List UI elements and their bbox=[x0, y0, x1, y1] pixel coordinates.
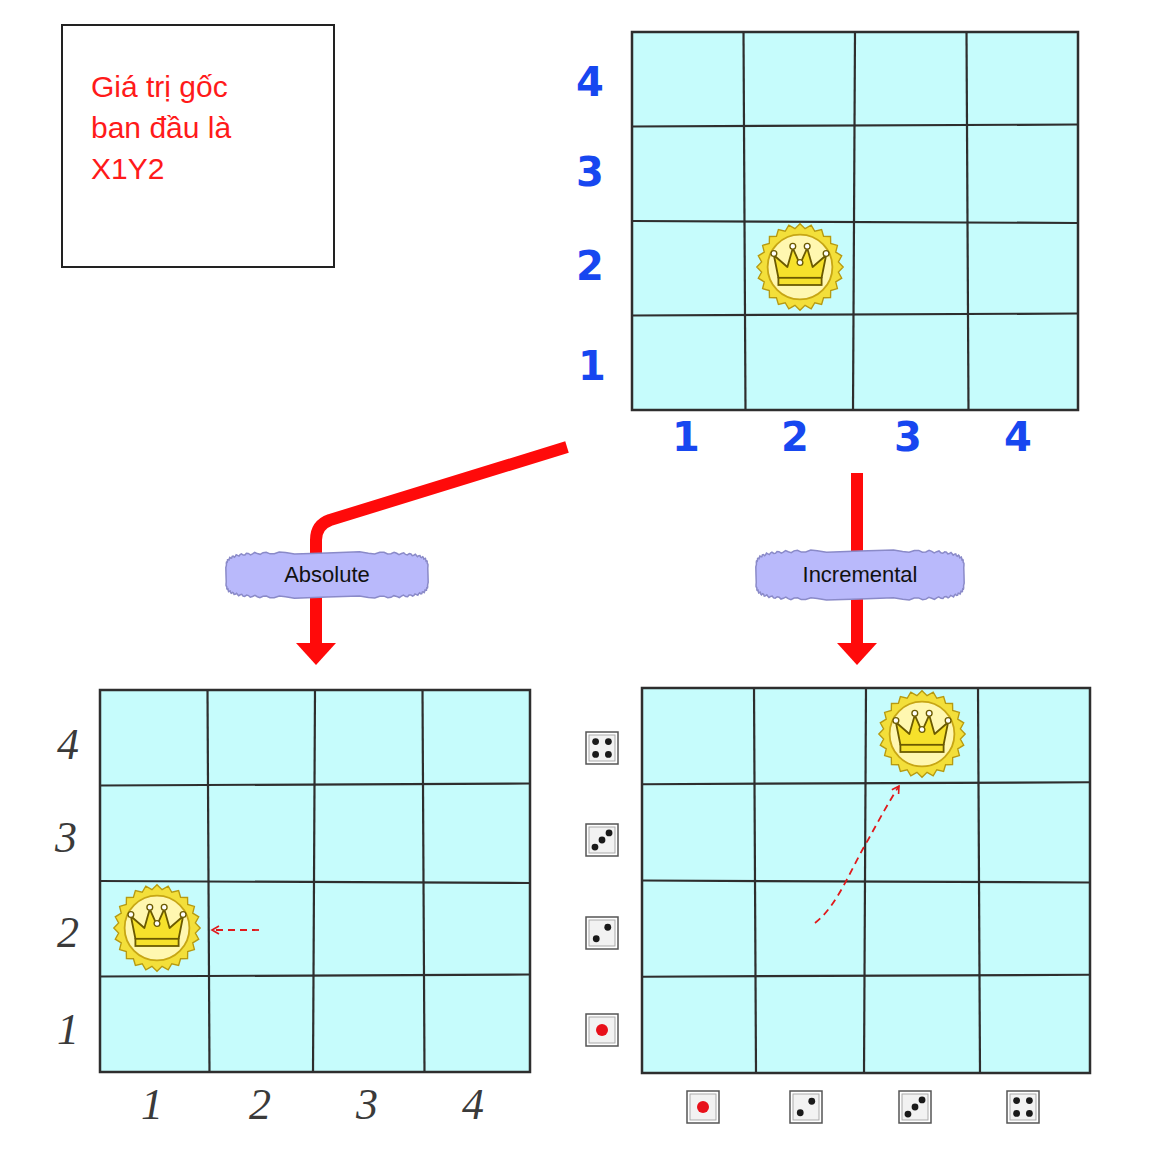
axis-number: 1 bbox=[578, 346, 606, 386]
axis-number: 4 bbox=[462, 1083, 484, 1127]
axis-number: 3 bbox=[894, 417, 922, 457]
die-icon bbox=[1007, 1091, 1039, 1123]
cloud-label-box: Incremental bbox=[752, 545, 968, 605]
axis-number: 4 bbox=[576, 62, 604, 102]
axis-number: 1 bbox=[57, 1008, 79, 1052]
die-icon bbox=[586, 732, 618, 764]
die-icon bbox=[586, 917, 618, 949]
axis-number: 4 bbox=[57, 723, 79, 767]
move-arrow bbox=[212, 929, 259, 931]
axis-number: 3 bbox=[356, 1083, 378, 1127]
axis-number: 3 bbox=[55, 816, 77, 860]
note-text: Giá trị gốc ban đầu là X1Y2 bbox=[91, 66, 271, 189]
red-arrow-head bbox=[837, 643, 877, 665]
axis-number: 2 bbox=[249, 1083, 271, 1127]
red-arrow-shaft bbox=[316, 447, 567, 645]
queen-token bbox=[757, 224, 843, 310]
move-arrow bbox=[815, 786, 899, 923]
axis-number: 1 bbox=[141, 1083, 163, 1127]
axis-number: 1 bbox=[672, 417, 700, 457]
die-icon bbox=[790, 1091, 822, 1123]
die-icon bbox=[586, 1014, 618, 1046]
axis-number: 3 bbox=[576, 152, 604, 192]
queen-token bbox=[879, 691, 965, 777]
board-grid bbox=[632, 32, 1078, 410]
mode-label: Incremental bbox=[803, 562, 918, 588]
axis-number: 2 bbox=[57, 911, 79, 955]
mode-label: Absolute bbox=[284, 562, 370, 588]
note-box: Giá trị gốc ban đầu là X1Y2 bbox=[61, 24, 335, 268]
axis-number: 2 bbox=[781, 417, 809, 457]
queen-token bbox=[114, 885, 200, 971]
axis-number: 2 bbox=[576, 246, 604, 286]
die-icon bbox=[586, 824, 618, 856]
die-icon bbox=[899, 1091, 931, 1123]
dice-group bbox=[586, 732, 1039, 1123]
red-arrow-head bbox=[296, 643, 336, 665]
board-grid bbox=[100, 690, 530, 1072]
board-grid bbox=[642, 688, 1090, 1073]
cloud-label-box: Absolute bbox=[222, 547, 432, 603]
axis-number: 4 bbox=[1004, 417, 1032, 457]
die-icon bbox=[687, 1091, 719, 1123]
